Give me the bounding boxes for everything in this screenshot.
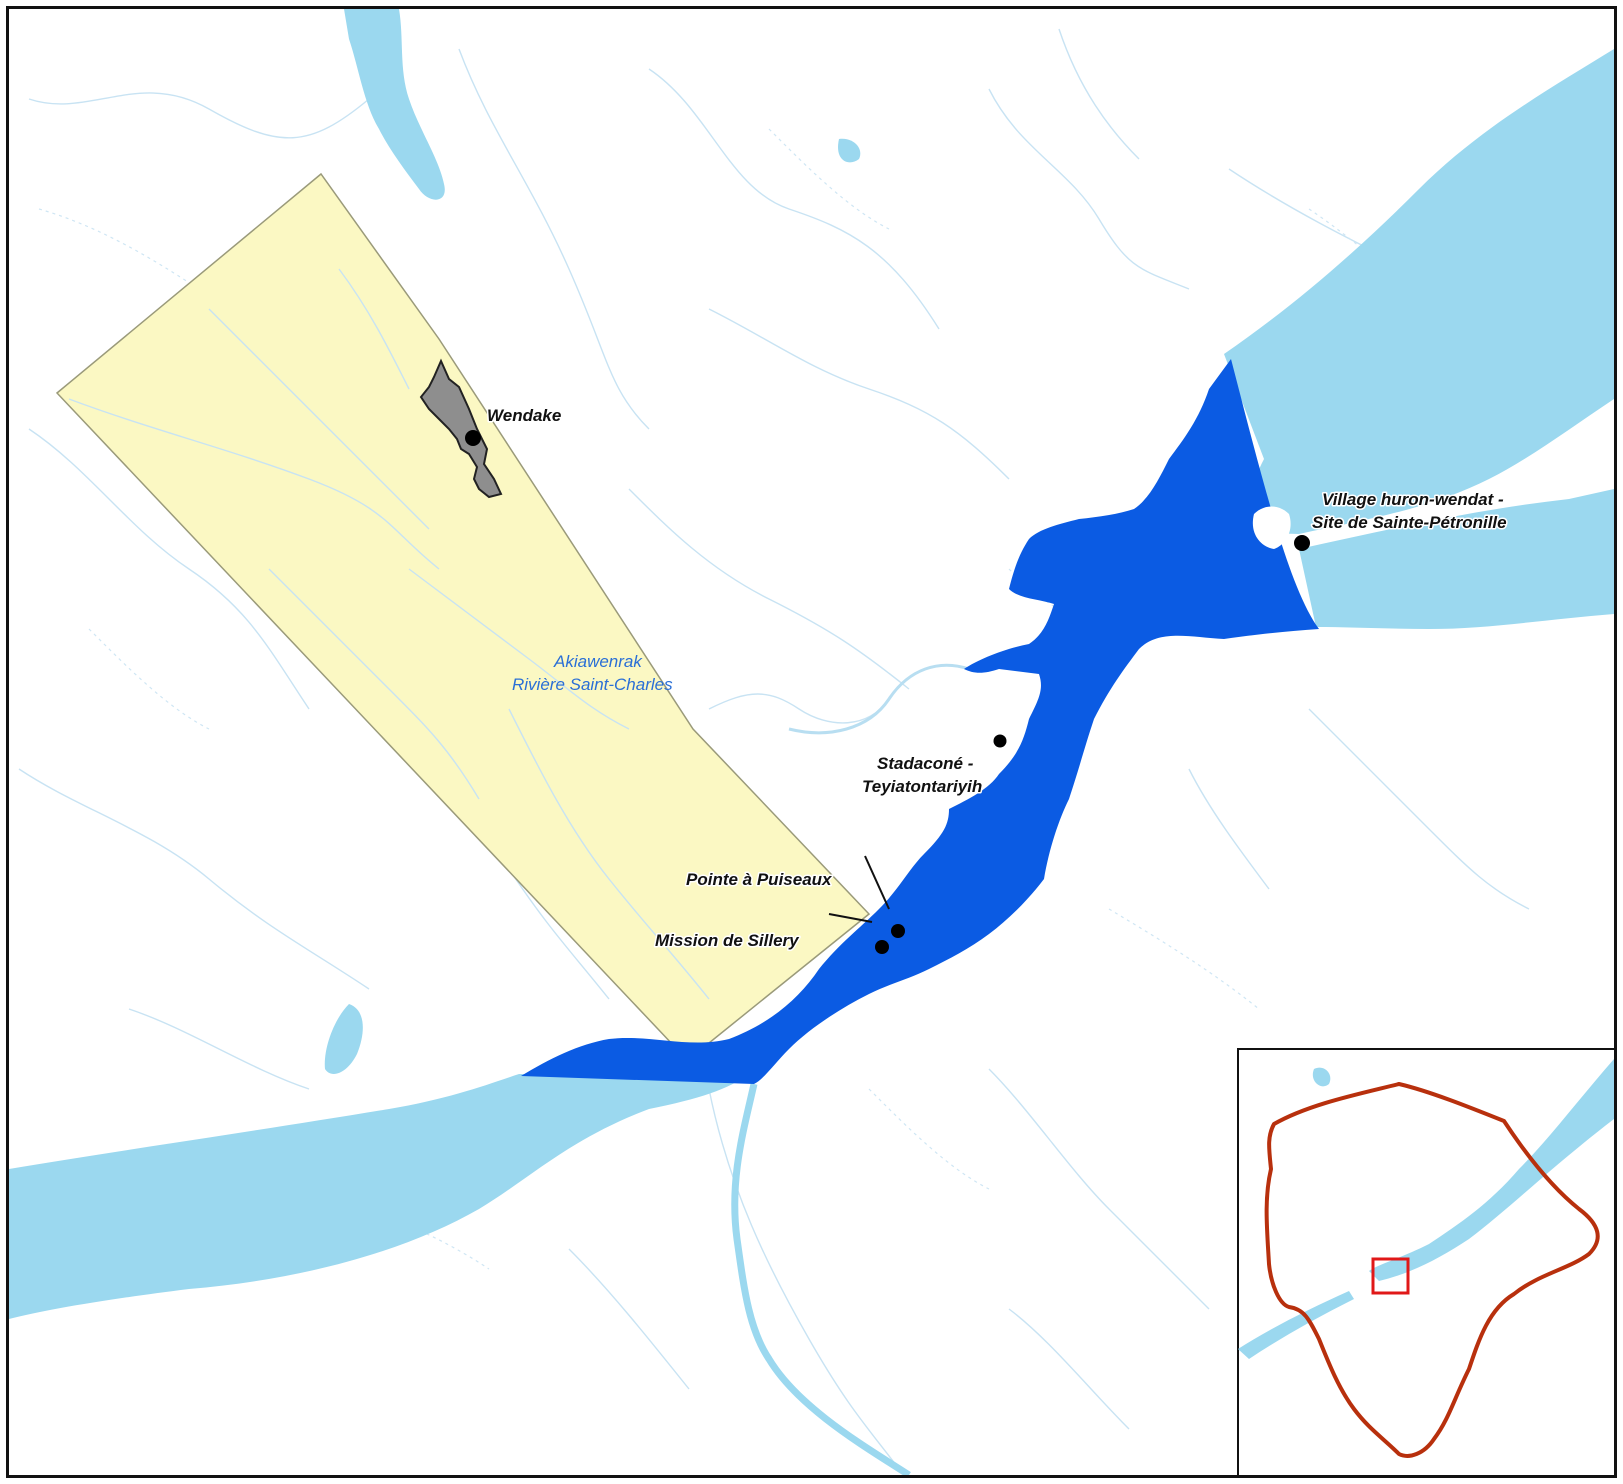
inset-extent-box (1371, 1257, 1410, 1295)
stadacone-marker (993, 734, 1007, 748)
st-lawrence-river-east (1224, 49, 1614, 534)
st-lawrence-river-west (9, 1074, 749, 1319)
stadacone-label-line1: Stadaconé - (877, 754, 974, 773)
river-label-line2: Rivière Saint-Charles (512, 675, 673, 694)
pointe-a-puiseaux-marker (891, 924, 905, 938)
lake-small-north (838, 138, 861, 163)
wendake-label: Wendake (487, 406, 561, 425)
mission-de-sillery-label: Mission de Sillery (655, 931, 800, 950)
river-saint-charles-channel (788, 663, 970, 735)
inset-lake (1312, 1067, 1331, 1087)
village-huron-wendat-marker (1294, 535, 1310, 551)
inset-water-west (1238, 1291, 1354, 1359)
leader-lines (828, 855, 890, 923)
lake-north (344, 9, 445, 200)
water-bodies (9, 9, 1614, 1475)
st-lawrence-river-east-south (1299, 489, 1614, 629)
sainte-petronille-shore (1252, 506, 1291, 549)
mission-de-sillery-marker (875, 940, 889, 954)
inset-locator-map (1237, 1048, 1614, 1475)
map-frame: Wendake Stadaconé - Teyiatontariyih Poin… (6, 6, 1617, 1478)
tributary-south (731, 1083, 911, 1475)
village-huron-wendat-label-line2: Site de Sainte-Pétronille (1312, 513, 1507, 532)
inset-region-boundary (1264, 1082, 1600, 1458)
pointe-a-puiseaux-label: Pointe à Puiseaux (686, 870, 833, 889)
territory-streams (68, 268, 710, 1000)
wendake-reserve-area (419, 358, 503, 499)
stadacone-label-line2: Teyiatontariyih (862, 777, 982, 796)
village-huron-wendat-label-line1: Village huron-wendat - (1322, 490, 1504, 509)
estuary-highlight-area (521, 359, 1319, 1084)
wendake-marker (465, 430, 481, 446)
lake-west (324, 1004, 363, 1074)
river-label-line1: Akiawenrak (553, 652, 643, 671)
map-canvas: Wendake Stadaconé - Teyiatontariyih Poin… (9, 9, 1614, 1475)
